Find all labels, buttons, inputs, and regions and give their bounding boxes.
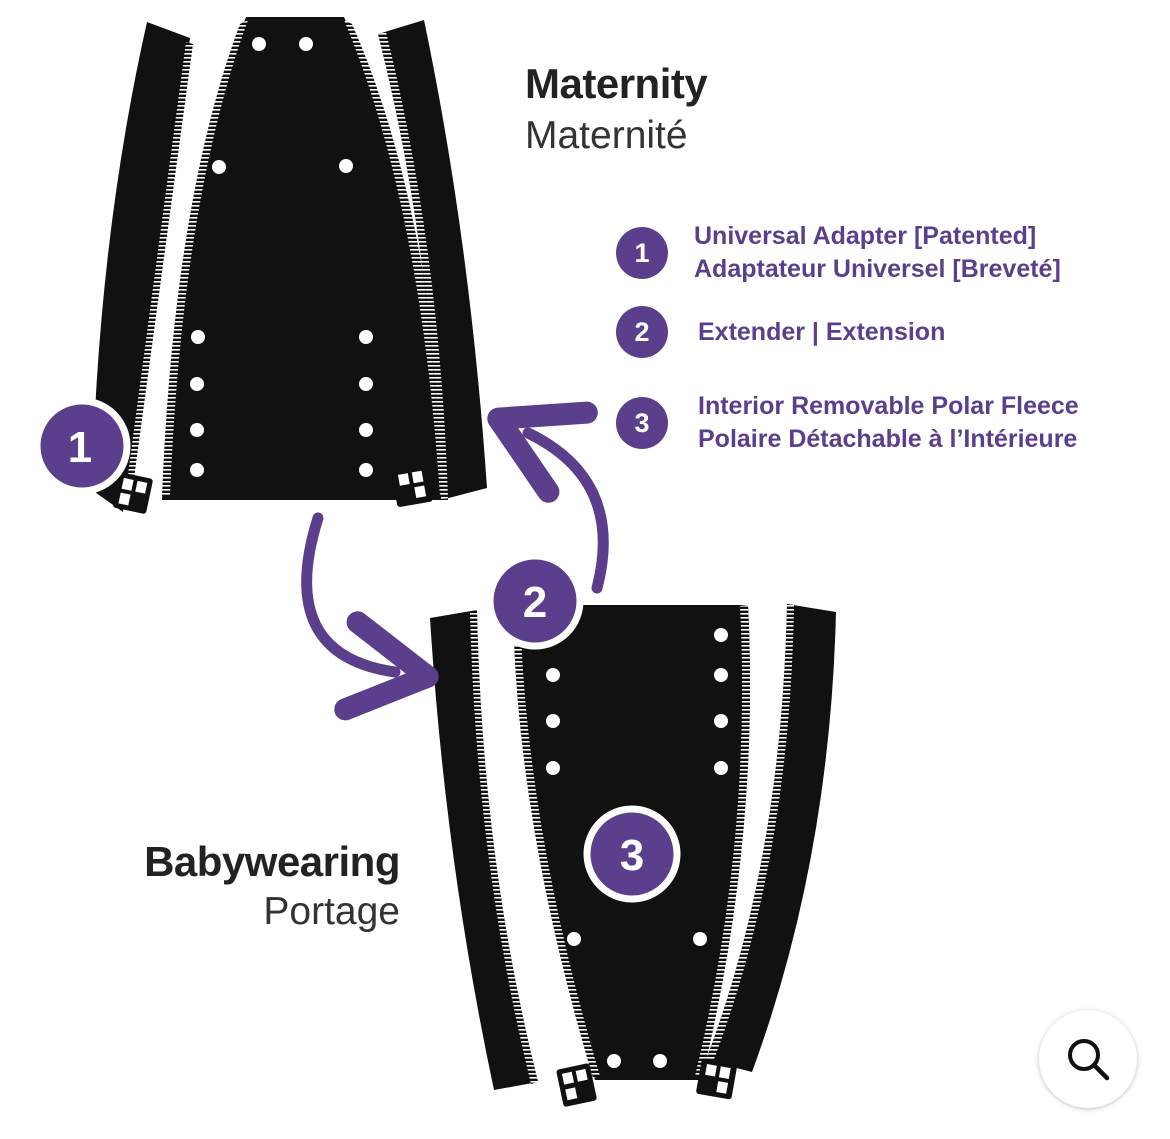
- legend-line-3a: Interior Removable Polar Fleece: [698, 392, 1079, 420]
- maternity-title: Maternity: [525, 60, 708, 107]
- legend-line-2a: Extender | Extension: [698, 317, 946, 346]
- babywearing-center-teeth-left: [514, 636, 600, 1078]
- babywearing-zipper-pull-left: [556, 1063, 597, 1107]
- maternity-left-strip-teeth: [124, 42, 193, 508]
- maternity-left-strip: [92, 22, 190, 512]
- babywearing-center-teeth-right: [695, 605, 751, 1078]
- legend-text-3: Interior Removable Polar Fleece Polaire …: [698, 390, 1079, 456]
- babywearing-subtitle: Portage: [263, 890, 400, 933]
- babywearing-title: Babywearing: [144, 838, 400, 885]
- callout-badge-2-number: 2: [523, 578, 547, 627]
- callout-badge-3: 3: [583, 805, 681, 903]
- maternity-zipper-pull-left: [113, 472, 153, 514]
- maternity-right-strip-teeth: [378, 32, 448, 500]
- legend-item-3: 3 Interior Removable Polar Fleece Polair…: [616, 390, 1079, 456]
- magnifier-icon: [1068, 1039, 1110, 1081]
- callout-badge-1-number: 1: [68, 423, 92, 472]
- legend-badge-3: 3: [616, 397, 668, 449]
- babywearing-snaps: [546, 628, 728, 1068]
- legend-line-1a: Universal Adapter [Patented]: [694, 222, 1037, 250]
- arrow-up-to-maternity: [487, 401, 609, 594]
- maternity-zipper-pull-right: [391, 464, 433, 507]
- maternity-garment: [92, 17, 487, 514]
- callout-badge-1: 1: [33, 397, 131, 495]
- maternity-center-teeth-right: [344, 20, 448, 496]
- callout-badge-3-number: 3: [620, 831, 644, 880]
- legend-text-2: Extender | Extension: [698, 316, 945, 349]
- maternity-subtitle: Maternité: [525, 114, 688, 157]
- maternity-center-panel: [162, 17, 448, 500]
- babywearing-left-strip-teeth: [470, 610, 538, 1084]
- maternity-center-teeth-left: [162, 20, 248, 496]
- babywearing-zipper-pull-right: [696, 1058, 737, 1100]
- callout-badge-2: 2: [486, 552, 584, 650]
- maternity-snaps: [190, 37, 373, 477]
- legend-item-1: 1 Universal Adapter [Patented] Adaptateu…: [616, 220, 1061, 286]
- legend-line-3b: Polaire Détachable à l’Intérieure: [698, 425, 1078, 453]
- legend-badge-1: 1: [616, 227, 668, 279]
- legend-badge-2: 2: [616, 306, 668, 358]
- legend-text-1: Universal Adapter [Patented] Adaptateur …: [694, 220, 1061, 286]
- arrow-down-to-babywearing: [301, 512, 439, 721]
- legend-item-2: 2 Extender | Extension: [616, 306, 945, 358]
- legend-line-1b: Adaptateur Universel [Breveté]: [694, 255, 1061, 283]
- zoom-button[interactable]: [1039, 1010, 1137, 1108]
